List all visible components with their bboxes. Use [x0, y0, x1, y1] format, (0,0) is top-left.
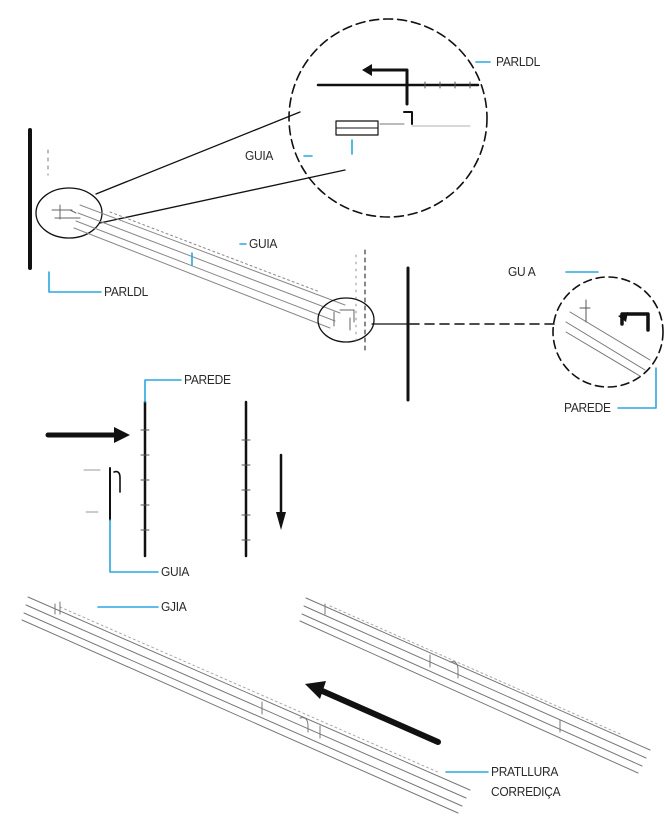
top-detail-wall-label: PARLDL [496, 54, 541, 69]
middle-wall-label: PAREDE [184, 372, 231, 387]
slide-arrow-shaft [317, 687, 441, 745]
bottom-part-label-2: CORREDIÇA [491, 784, 561, 799]
middle-wall-1-ticks [140, 429, 150, 531]
arrow-head [362, 64, 372, 76]
zoom-connector [95, 111, 301, 195]
left-circle-contents [51, 204, 81, 220]
middle-guide-label: GUIA [161, 564, 190, 579]
leader-lines [48, 61, 657, 773]
right-detail-guide-label: GU A [508, 264, 536, 279]
left-detail-circle [35, 187, 103, 239]
right-circle-contents [333, 309, 355, 331]
bottom-rail-left [21, 596, 471, 814]
top-detail-guide-label: GUIA [245, 148, 274, 163]
right-zoom-hook-head [618, 312, 628, 322]
zoom-connector [99, 169, 346, 224]
slide-arrow-head [305, 681, 326, 699]
down-arrow-head [276, 512, 286, 530]
rail-guide-label: GUIA [249, 236, 278, 251]
left-wall-label: PARLDL [104, 284, 149, 299]
right-zoom-circle [552, 276, 664, 388]
right-zoom-bracket [579, 299, 591, 323]
right-zoom-rail [565, 311, 651, 377]
middle-wall-2-ticks [241, 439, 251, 541]
top-zoom-circle [288, 18, 488, 218]
arrow-hook [370, 68, 409, 106]
bottom-rail-right [299, 597, 651, 774]
hook-tip [403, 111, 413, 125]
bottom-guide-label: GJIA [161, 599, 187, 614]
rail-long [73, 204, 346, 329]
zoom-wall-ticks [424, 81, 471, 89]
bottom-part-label-1: PRATLLURA [491, 764, 559, 779]
push-arrow-head [114, 427, 130, 443]
right-detail-wall-label: PAREDE [564, 400, 611, 415]
middle-guide-hook [113, 470, 121, 493]
right-detail-circle [317, 297, 375, 343]
